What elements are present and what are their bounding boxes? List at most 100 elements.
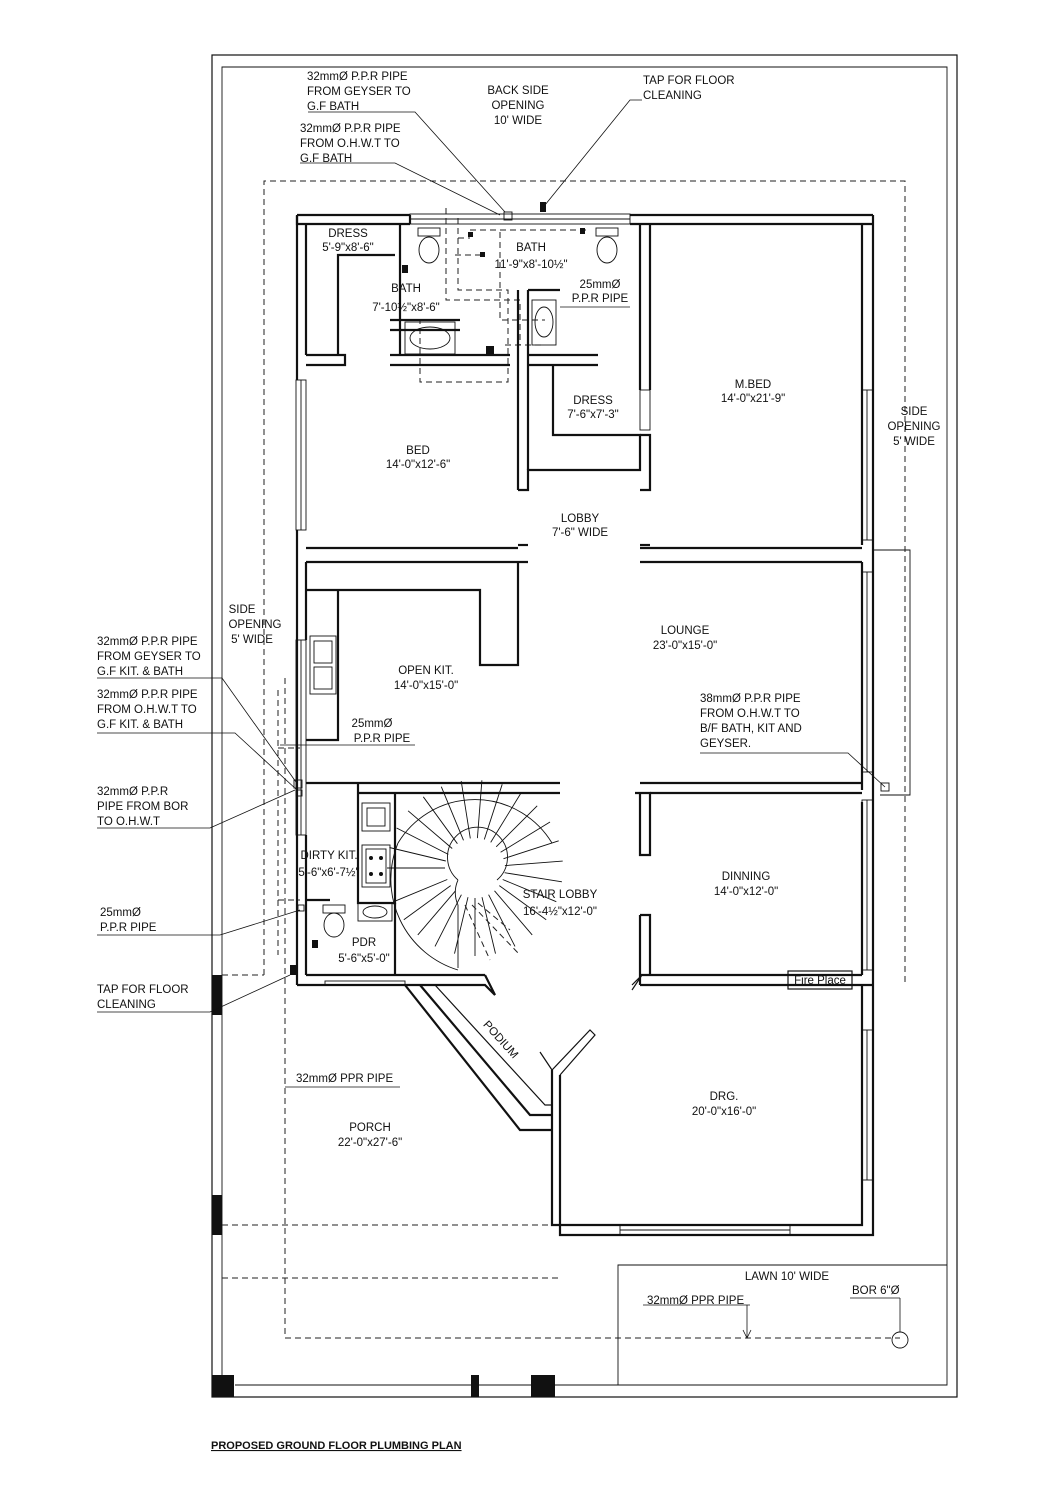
room-dirty-kit-size: 5'-6"x6'-7½" (298, 867, 359, 879)
svg-text:G.F KIT. & BATH: G.F KIT. & BATH (97, 666, 183, 678)
room-lobby-name: LOBBY (561, 513, 600, 525)
svg-text:TAP FOR FLOOR: TAP FOR FLOOR (97, 984, 189, 996)
room-dinning-name: DINNING (722, 871, 771, 883)
svg-text:SIDE: SIDE (229, 604, 256, 616)
pipe-bor-note: 32mmØ P.P.R PIPE FROM BOR TO O.H.W.T (97, 786, 188, 828)
room-dress-mid-name: DRESS (573, 395, 613, 407)
room-bath-left-size: 7'-10½"x8'-6" (372, 302, 440, 314)
annotations: BACK SIDE OPENING 10' WIDE TAP FOR FLOOR… (97, 71, 941, 1307)
svg-text:P.P.R PIPE: P.P.R PIPE (354, 733, 411, 745)
windows (295, 213, 874, 1236)
room-dress-top-name: DRESS (328, 228, 368, 240)
lawn (617, 1264, 947, 1385)
svg-text:32mmØ P.P.R PIPE: 32mmØ P.P.R PIPE (97, 689, 198, 701)
svg-text:P.P.R PIPE: P.P.R PIPE (100, 922, 157, 934)
room-drg-name: DRG. (710, 1091, 739, 1103)
svg-text:5' WIDE: 5' WIDE (893, 436, 935, 448)
room-pdr-name: PDR (352, 937, 376, 949)
room-lounge-size: 23'-0"x15'-0" (653, 640, 717, 652)
kitchen-sink (309, 635, 337, 695)
svg-text:G.F BATH: G.F BATH (300, 153, 352, 165)
room-dirty-kit-name: DIRTY KIT. (300, 850, 357, 862)
pipe-geyser-gf-bath-note: 32mmØ P.P.R PIPE FROM GEYSER TO G.F BATH (307, 71, 411, 113)
tap-bottom-note: TAP FOR FLOOR CLEANING (97, 984, 189, 1011)
basin-pdr (357, 902, 393, 922)
tap-top-note: TAP FOR FLOOR CLEANING (643, 75, 735, 102)
svg-text:32mmØ P.P.R PIPE: 32mmØ P.P.R PIPE (97, 636, 198, 648)
svg-text:BACK SIDE: BACK SIDE (487, 85, 549, 97)
room-bed-name: BED (406, 445, 430, 457)
room-bed-size: 14'-0"x12'-6" (386, 459, 450, 471)
room-pdr-size: 5'-6"x5'-0" (338, 953, 390, 965)
svg-text:25mmØ: 25mmØ (100, 907, 141, 919)
pipe-ohwt-gf-bath-note: 32mmØ P.P.R PIPE FROM O.H.W.T TO G.F BAT… (300, 123, 401, 165)
room-mbed-size: 14'-0"x21'-9" (721, 393, 785, 405)
svg-text:PIPE FROM BOR: PIPE FROM BOR (97, 801, 188, 813)
dashed-pipe-routes (222, 180, 911, 1339)
room-lounge-name: LOUNGE (661, 625, 710, 637)
pipe-25-pdr-note: 25mmØ P.P.R PIPE (100, 907, 157, 934)
room-porch-size: 22'-0"x27'-6" (338, 1137, 402, 1149)
back-opening-note: BACK SIDE OPENING 10' WIDE (487, 85, 549, 127)
pipe-38-note: 38mmØ P.P.R PIPE FROM O.H.W.T TO B/F BAT… (700, 693, 802, 750)
lawn-label: LAWN 10' WIDE (745, 1271, 830, 1283)
room-bath-top-name: BATH (516, 242, 546, 254)
svg-text:FROM GEYSER TO: FROM GEYSER TO (97, 651, 201, 663)
svg-text:FROM O.H.W.T TO: FROM O.H.W.T TO (700, 708, 800, 720)
podium-label: PODIUM (480, 1019, 520, 1061)
room-dress-mid-size: 7'-6"x7'-3" (567, 409, 619, 421)
pipe-ohwt-kit-note: 32mmØ P.P.R PIPE FROM O.H.W.T TO G.F KIT… (97, 689, 198, 731)
svg-text:32mmØ P.P.R: 32mmØ P.P.R (97, 786, 168, 798)
svg-text:G.F KIT. & BATH: G.F KIT. & BATH (97, 719, 183, 731)
svg-text:FROM GEYSER TO: FROM GEYSER TO (307, 86, 411, 98)
room-labels: DRESS 5'-9"x8'-6" BATH 11'-9"x8'-10½" BA… (298, 228, 785, 1149)
svg-text:FROM O.H.W.T TO: FROM O.H.W.T TO (97, 704, 197, 716)
room-stair-lobby-name: STAIR LOBBY (523, 889, 598, 901)
room-stair-lobby-size: 16'-4½"x12'-0" (523, 906, 597, 918)
pipe-25-top-note: 25mmØ P.P.R PIPE (572, 279, 629, 305)
svg-text:TAP FOR FLOOR: TAP FOR FLOOR (643, 75, 735, 87)
svg-text:GEYSER.: GEYSER. (700, 738, 751, 750)
room-porch-name: PORCH (349, 1122, 391, 1134)
basin-bath-top (531, 299, 557, 346)
wc-pdr (322, 904, 346, 938)
drawing-title: PROPOSED GROUND FLOOR PLUMBING PLAN (211, 1440, 462, 1452)
stove (361, 844, 391, 888)
internal-walls (306, 224, 862, 1132)
svg-text:B/F BATH, KIT AND: B/F BATH, KIT AND (700, 723, 802, 735)
fire-place-label: Fire Place (794, 975, 846, 987)
wc-bath-left (417, 227, 441, 264)
svg-text:32mmØ P.P.R PIPE: 32mmØ P.P.R PIPE (307, 71, 408, 83)
svg-text:G.F BATH: G.F BATH (307, 101, 359, 113)
svg-text:5' WIDE: 5' WIDE (231, 634, 273, 646)
svg-text:CLEANING: CLEANING (643, 90, 702, 102)
svg-text:OPENING: OPENING (887, 421, 940, 433)
svg-text:FROM O.H.W.T TO: FROM O.H.W.T TO (300, 138, 400, 150)
svg-text:OPENING: OPENING (228, 619, 281, 631)
site-boundary (211, 54, 958, 1398)
leader-lines (97, 99, 901, 1332)
svg-text:SIDE: SIDE (901, 406, 928, 418)
porch-pipe-note: 32mmØ PPR PIPE (296, 1073, 393, 1085)
valve-markers (290, 202, 890, 975)
pipe-geyser-kit-note: 32mmØ P.P.R PIPE FROM GEYSER TO G.F KIT.… (97, 636, 201, 678)
svg-text:CLEANING: CLEANING (97, 999, 156, 1011)
basin-bath-left (404, 321, 456, 355)
svg-text:10' WIDE: 10' WIDE (494, 115, 543, 127)
svg-text:25mmØ: 25mmØ (580, 279, 621, 291)
fire-place: Fire Place (787, 970, 853, 990)
side-opening-right-note: SIDE OPENING 5' WIDE (887, 406, 940, 448)
room-lobby-size: 7'-6" WIDE (552, 527, 608, 539)
room-bath-top-size: 11'-9"x8'-10½" (494, 259, 567, 271)
room-drg-size: 20'-0"x16'-0" (692, 1106, 756, 1118)
fixtures (290, 202, 890, 975)
room-dress-top-size: 5'-9"x8'-6" (322, 242, 374, 254)
dirty-kit-sink (361, 802, 391, 832)
room-dinning-size: 14'-0"x12'-0" (714, 886, 778, 898)
svg-text:P.P.R PIPE: P.P.R PIPE (572, 293, 629, 305)
svg-text:38mmØ P.P.R PIPE: 38mmØ P.P.R PIPE (700, 693, 801, 705)
svg-text:32mmØ P.P.R PIPE: 32mmØ P.P.R PIPE (300, 123, 401, 135)
bor-label: BOR 6"Ø (852, 1285, 900, 1297)
svg-text:OPENING: OPENING (491, 100, 544, 112)
